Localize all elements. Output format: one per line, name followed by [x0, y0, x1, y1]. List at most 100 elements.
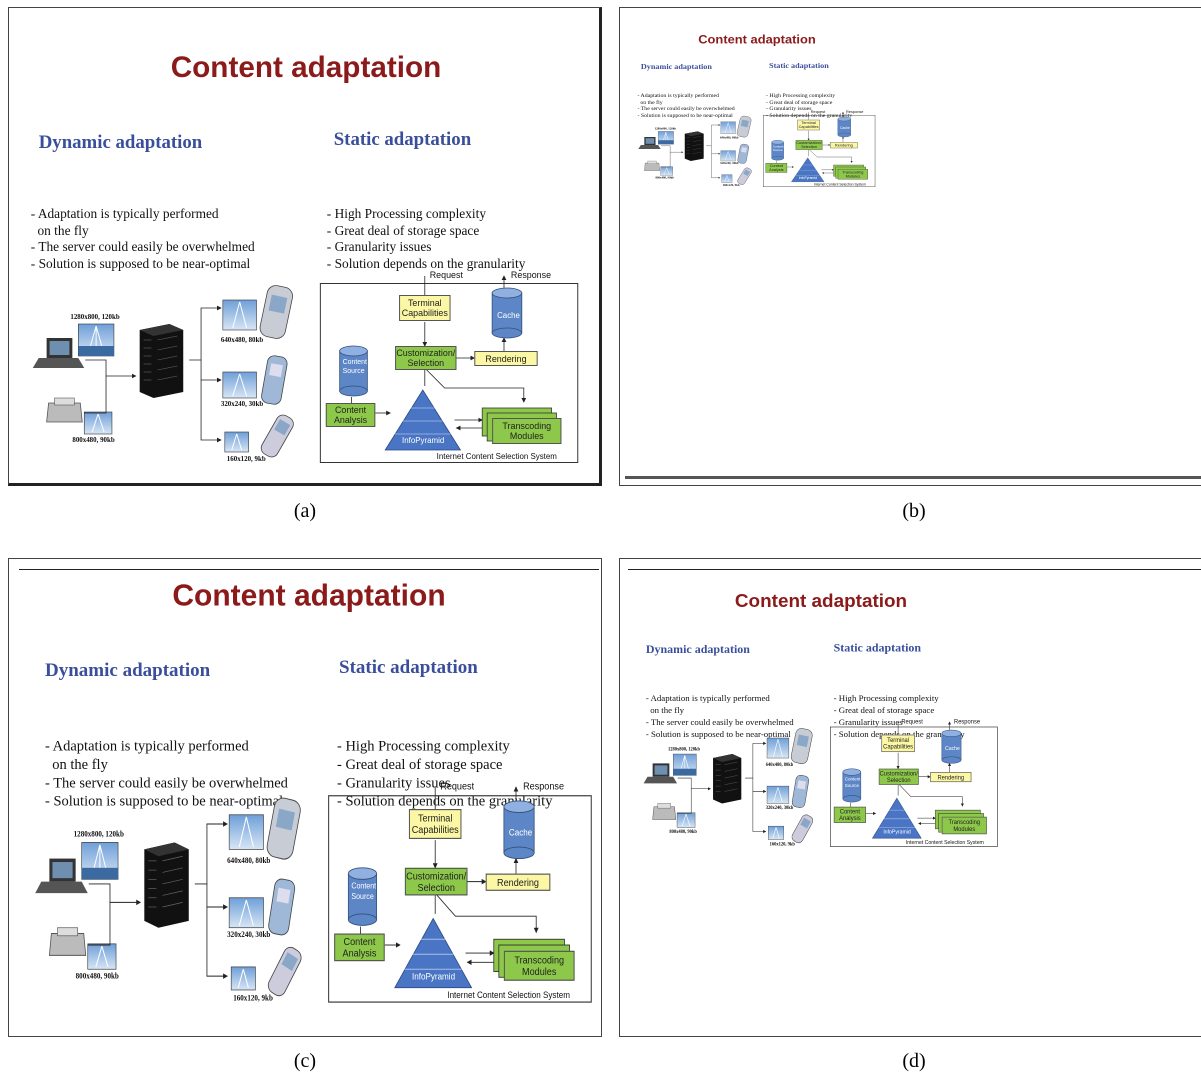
customization-selection-node: Customization/ Selection	[404, 867, 468, 896]
system-label: Internet Content Selection System	[436, 452, 557, 461]
photo-thumbnail	[766, 785, 790, 804]
content-source-label: Content Source	[351, 882, 377, 902]
resolution-label: 320x240, 30kb	[720, 161, 739, 165]
content-source-label: Content Source	[342, 359, 367, 375]
content-analysis-node: Content Analysis	[325, 403, 376, 427]
system-box	[319, 283, 579, 463]
resolution-label: 320x240, 30kb	[227, 930, 271, 940]
infopyramid-label: InfoPyramid	[411, 971, 456, 982]
resolution-label: 800x480, 90kb	[655, 176, 674, 180]
resolution-label: 1280x800, 120kb	[70, 313, 120, 321]
customization-selection-node: Customization/ Selection	[878, 768, 919, 785]
server-rack-icon	[684, 131, 704, 161]
dynamic-bullets: - Adaptation is typically performed on t…	[637, 92, 735, 118]
figure-c: 1280x800, 120kb 800x480, 90kb 640x480, 8…	[11, 559, 601, 1014]
static-heading: Static adaptation	[769, 61, 829, 70]
figure-d: 1280x800, 120kb 800x480, 90kb 640x480, 8…	[628, 559, 1014, 854]
resolution-label: 640x480, 80kb	[720, 136, 739, 140]
caption-b: (b)	[902, 500, 926, 522]
mobile-phone-icon	[791, 814, 814, 844]
response-label: Response	[523, 780, 565, 792]
cache-cylinder-icon	[837, 116, 851, 138]
content-analysis-node: Content Analysis	[765, 163, 788, 173]
panel-c: Content adaptation Dynamic adaptation St…	[8, 558, 602, 1037]
cache-cylinder-icon	[491, 287, 523, 339]
request-label: Request	[429, 270, 463, 280]
static-bullets: - High Processing complexity- Great deal…	[337, 738, 553, 810]
photo-thumbnail	[720, 121, 736, 134]
mobile-phone-icon	[266, 797, 301, 860]
slide-title: Content adaptation	[170, 51, 442, 84]
header-rule	[628, 569, 1201, 570]
mobile-phone-icon	[260, 414, 294, 458]
resolution-label: 1280x800, 120kb	[654, 127, 677, 131]
slide-title: Content adaptation	[172, 579, 446, 613]
content-source-cylinder-icon	[842, 768, 862, 803]
resolution-label: 160x120, 9kb	[226, 455, 266, 463]
cache-cylinder-icon	[941, 729, 962, 764]
mobile-phone-icon	[259, 285, 293, 339]
resolution-label: 640x480, 80kb	[220, 336, 264, 344]
photo-thumbnail	[720, 150, 736, 162]
cache-cylinder-icon	[503, 800, 535, 860]
dynamic-bullets: - Adaptation is typically performed on t…	[45, 738, 288, 810]
photo-thumbnail	[222, 371, 257, 399]
cache-label: Cache	[839, 126, 850, 130]
mobile-phone-icon	[268, 878, 296, 936]
rendering-node: Rendering	[830, 142, 858, 149]
resolution-label: 800x480, 90kb	[72, 436, 115, 444]
mobile-phone-icon	[736, 115, 752, 138]
infopyramid-label: InfoPyramid	[883, 828, 911, 835]
system-connectors	[347, 786, 570, 989]
infopyramid-label: InfoPyramid	[402, 436, 445, 445]
dynamic-bullets: - Adaptation is typically performed on t…	[645, 694, 794, 740]
terminal-capabilities-node: Terminal Capabilities	[408, 809, 462, 839]
slide-b: Content adaptation Dynamic adaptation St…	[628, 13, 886, 199]
network-diagram	[35, 797, 302, 997]
laptop-icon	[32, 338, 85, 368]
panel-a: Content adaptation Dynamic adaptation St…	[8, 7, 602, 486]
content-source-cylinder-icon	[339, 345, 368, 397]
infopyramid-icon	[394, 917, 473, 989]
server-rack-icon	[713, 754, 742, 804]
desk-phone-icon	[652, 803, 677, 820]
mobile-phone-icon	[737, 167, 752, 185]
resolution-label: 160x120, 9kb	[722, 183, 740, 187]
desk-phone-icon	[48, 927, 87, 956]
slide-a: Content adaptation Dynamic adaptation St…	[9, 8, 599, 473]
server-rack-icon	[144, 842, 189, 928]
photo-thumbnail	[721, 174, 733, 183]
transcoding-modules-node: Transcoding Modules	[503, 950, 575, 981]
slide-c: Content adaptation Dynamic adaptation St…	[9, 569, 601, 1036]
transcoding-modules-node: Transcoding Modules	[837, 169, 868, 180]
response-label: Response	[510, 270, 552, 280]
resolution-label: 800x480, 90kb	[669, 828, 697, 835]
rendering-node: Rendering	[930, 772, 972, 783]
dynamic-bullets: - Adaptation is typically performed on t…	[30, 206, 255, 271]
progress-slider[interactable]	[625, 476, 1201, 479]
server-rack-icon	[139, 324, 184, 398]
terminal-capabilities-node: Terminal Capabilities	[881, 734, 915, 753]
panel-b: Content adaptation Dynamic adaptation St…	[619, 7, 1201, 486]
request-label: Request	[440, 780, 475, 792]
infopyramid-icon	[384, 389, 462, 451]
resolution-label: 800x480, 90kb	[75, 971, 119, 981]
resolution-label: 640x480, 80kb	[765, 762, 794, 768]
figure-b: 1280x800, 120kb 800x480, 90kb 640x480, 8…	[628, 8, 886, 191]
laptop-icon	[643, 763, 678, 784]
transcoding-modules-node: Transcoding Modules	[492, 418, 562, 444]
laptop-icon	[35, 858, 88, 894]
slide-title: Content adaptation	[698, 33, 816, 47]
content-analysis-node: Content Analysis	[833, 806, 866, 823]
photo-thumbnail	[222, 299, 257, 331]
content-source-cylinder-icon	[771, 140, 784, 161]
resolution-label: 1280x800, 120kb	[73, 829, 124, 839]
dynamic-heading: Dynamic adaptation	[38, 132, 203, 153]
system-connectors	[771, 111, 866, 182]
network-diagram	[32, 285, 294, 458]
photo-thumbnail	[87, 943, 117, 970]
infopyramid-icon	[791, 157, 825, 182]
photo-thumbnail	[228, 814, 264, 850]
static-heading: Static adaptation	[333, 129, 472, 150]
photo-thumbnail	[228, 897, 264, 929]
